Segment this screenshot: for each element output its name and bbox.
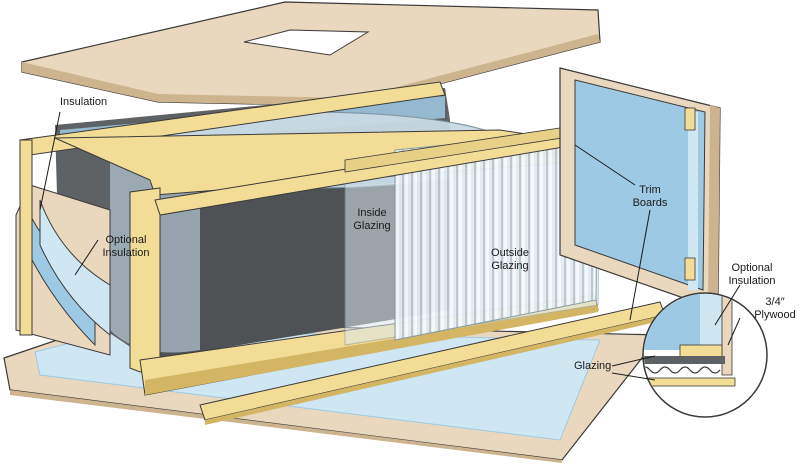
label-trim-boards: Trim Boards xyxy=(632,184,668,209)
label-detail-glazing: Glazing xyxy=(574,360,612,372)
detail-callout-circle xyxy=(642,292,768,418)
label-inside-glazing: Inside Glazing xyxy=(353,207,391,232)
leader-lines xyxy=(39,111,741,381)
label-optional-insulation: Optional Insulation xyxy=(102,234,150,259)
label-outside-glazing: Outside Glazing xyxy=(491,247,529,272)
top-lid-plywood xyxy=(21,1,601,107)
label-detail-plywood: 3/4″ Plywood xyxy=(754,296,796,321)
left-insulation-panels xyxy=(15,184,111,356)
label-detail-optional-insulation: Optional Insulation xyxy=(728,262,776,287)
right-end-panel xyxy=(559,67,721,311)
label-insulation: Insulation xyxy=(60,96,108,108)
